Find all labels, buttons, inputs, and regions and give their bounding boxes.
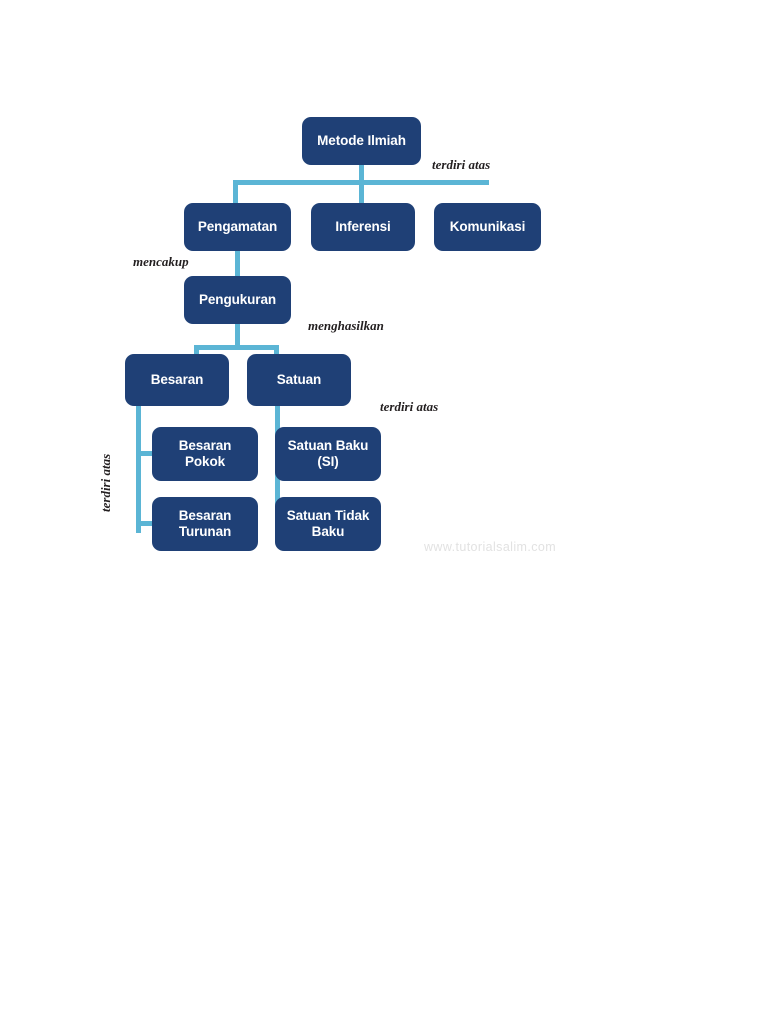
site-watermark: www.tutorialsalim.com [424, 540, 557, 554]
node-label: Satuan [276, 371, 322, 387]
edge-caption-terdiri-atas-besaran: terdiri atas [98, 453, 113, 512]
node-label: Satuan Baku (SI) [287, 437, 369, 469]
node-label: Besaran [150, 371, 204, 387]
connector-to-satuan [274, 345, 279, 357]
node-label: Besaran Pokok [178, 437, 232, 469]
connector-to-besaran [194, 345, 199, 357]
node-satuan-baku-si[interactable]: Satuan Baku (SI) [275, 427, 381, 481]
node-besaran-turunan[interactable]: Besaran Turunan [152, 497, 258, 551]
node-inferensi[interactable]: Inferensi [311, 203, 415, 251]
node-besaran-pokok[interactable]: Besaran Pokok [152, 427, 258, 481]
connector-pengamatan-to-pengukuran [235, 251, 240, 276]
node-komunikasi[interactable]: Komunikasi [434, 203, 541, 251]
edge-caption-terdiri-atas-satuan: terdiri atas [380, 399, 439, 414]
connector-level1-bar [233, 180, 489, 185]
edge-caption-mencakup: mencakup [133, 254, 189, 269]
connector-pengukuran-stem [235, 324, 240, 350]
node-label: Metode Ilmiah [317, 132, 406, 148]
node-label: Komunikasi [449, 218, 526, 234]
node-label: Pengamatan [197, 218, 278, 234]
connector-besaran-spine [136, 400, 141, 533]
node-metode-ilmiah[interactable]: Metode Ilmiah [302, 117, 421, 165]
node-besaran[interactable]: Besaran [125, 354, 229, 406]
node-label: Besaran Turunan [178, 507, 232, 539]
node-pengukuran[interactable]: Pengukuran [184, 276, 291, 324]
node-satuan-tidak-baku[interactable]: Satuan Tidak Baku [275, 497, 381, 551]
node-label: Pengukuran [198, 291, 276, 307]
connector-besaran-to-turunan [136, 521, 156, 526]
connector-level3-bar [194, 345, 279, 350]
node-label: Satuan Tidak Baku [286, 507, 370, 539]
connector-to-pengamatan [233, 180, 238, 203]
connector-besaran-to-pokok [136, 451, 156, 456]
node-pengamatan[interactable]: Pengamatan [184, 203, 291, 251]
node-label: Inferensi [335, 218, 391, 234]
edge-caption-terdiri-atas-top: terdiri atas [432, 157, 491, 172]
node-satuan[interactable]: Satuan [247, 354, 351, 406]
edge-caption-menghasilkan: menghasilkan [308, 318, 384, 333]
